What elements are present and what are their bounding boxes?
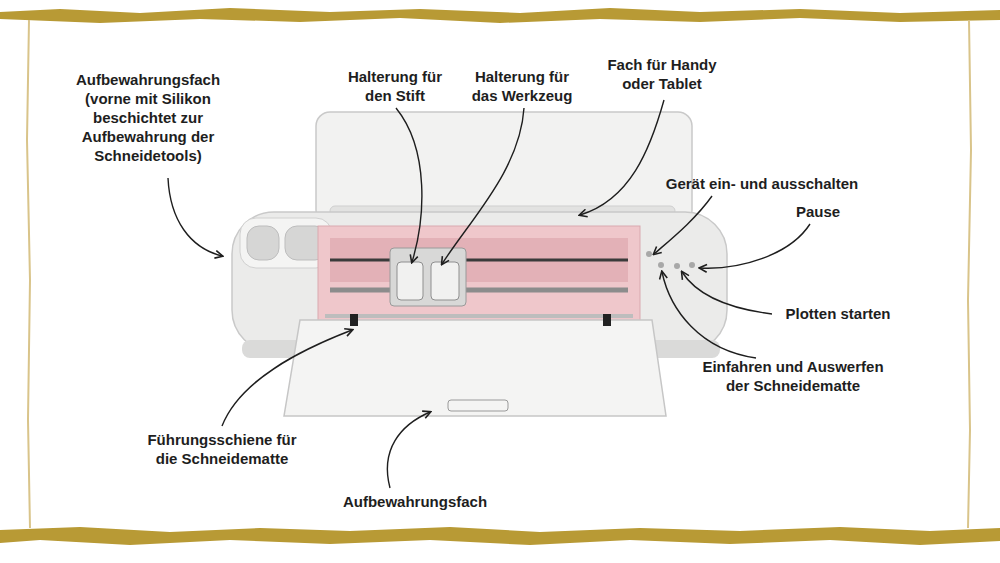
- leader-line: [580, 100, 664, 215]
- tray-handle: [448, 400, 508, 411]
- start-button: [674, 263, 680, 269]
- mat-guide: [603, 314, 611, 326]
- mat-guide: [350, 314, 358, 326]
- leader-line: [396, 108, 422, 262]
- part-label: Aufbewahrungsfach (vorne mit Silikon bes…: [61, 70, 236, 165]
- power-button: [646, 251, 652, 257]
- part-label: Führungsschiene für die Schneidematte: [135, 430, 310, 468]
- leader-line: [222, 330, 352, 426]
- part-label: Gerät ein- und ausschalten: [666, 174, 859, 193]
- leader-line: [682, 272, 772, 314]
- storage-cup: [247, 226, 279, 260]
- part-label: Aufbewahrungsfach: [343, 492, 487, 511]
- leader-line: [654, 196, 712, 254]
- rail: [330, 259, 628, 262]
- rail: [330, 288, 628, 293]
- part-label: Einfahren und Auswerfen der Schneidematt…: [693, 357, 893, 395]
- leader-line: [662, 272, 756, 358]
- leader-line: [387, 412, 430, 488]
- carriage: [390, 248, 466, 306]
- leader-line: [442, 108, 524, 264]
- gold-border-right: [968, 20, 971, 528]
- part-label: Fach für Handy oder Tablet: [600, 55, 725, 93]
- tool-holder: [431, 262, 459, 300]
- gold-border-top: [0, 8, 1000, 23]
- load-button: [658, 262, 664, 268]
- part-label: Plotten starten: [785, 304, 890, 323]
- part-label: Pause: [796, 202, 840, 221]
- pause-button: [689, 262, 695, 268]
- interior-back: [330, 238, 628, 282]
- leader-line: [168, 178, 222, 256]
- machine-lid: [316, 112, 692, 224]
- leader-line: [700, 224, 810, 268]
- roller: [325, 314, 633, 318]
- gold-border-bottom: [0, 527, 1000, 545]
- part-label: Halterung für den Stift: [335, 67, 455, 105]
- interior: [318, 226, 640, 322]
- pen-holder: [397, 262, 423, 300]
- gold-border-left: [27, 20, 30, 528]
- part-label: Halterung für das Werkzeug: [462, 67, 582, 105]
